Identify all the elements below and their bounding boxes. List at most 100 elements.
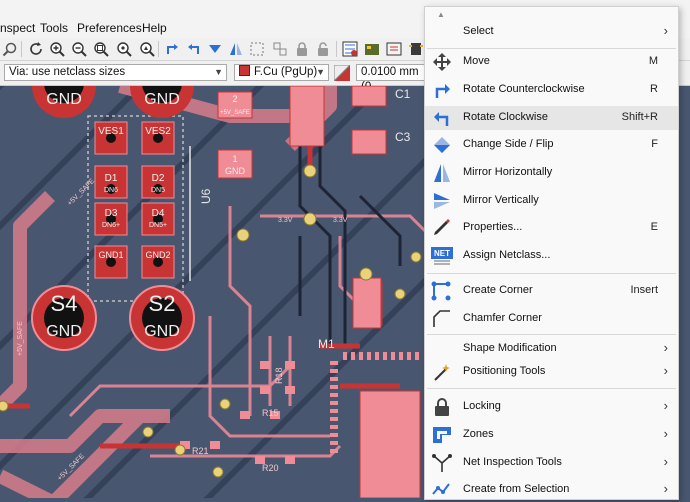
menu-separator	[427, 48, 676, 49]
pad-net-s4: GND	[46, 323, 82, 340]
properties-icon	[434, 219, 450, 235]
menu-item-select[interactable]: Select ›	[463, 23, 668, 38]
rotate-cw-icon[interactable]	[186, 41, 202, 57]
menu-item-zones[interactable]: Zones ›	[425, 423, 678, 447]
board-setup-icon[interactable]	[364, 41, 380, 57]
unlock-icon[interactable]	[315, 41, 331, 57]
mirror-h-icon	[434, 164, 450, 182]
netclass-icon: NET	[431, 247, 453, 265]
zoom-selection-icon[interactable]	[116, 41, 132, 57]
net-label-33v-1: 3.3V	[278, 217, 293, 224]
menu-separator	[427, 388, 676, 389]
rotate-cw-icon	[434, 112, 449, 126]
menu-item-create-corner[interactable]: Create Corner Insert	[425, 279, 678, 303]
ref-r18: R18	[274, 367, 284, 384]
flip-icon[interactable]	[207, 41, 223, 57]
menu-item-mirror-horizontally[interactable]: Mirror Horizontally	[425, 161, 678, 185]
zoom-in-icon[interactable]	[49, 41, 65, 57]
flip-icon	[434, 137, 450, 153]
rotate-ccw-icon	[435, 84, 450, 98]
layer-setup-icon[interactable]	[386, 41, 402, 57]
net-inspection-icon	[432, 454, 452, 472]
menu-item-mirror-vertically[interactable]: Mirror Vertically	[425, 189, 678, 213]
submenu-arrow-icon: ›	[663, 23, 668, 38]
move-icon	[433, 53, 451, 71]
pad-net-d4: DN5+	[149, 222, 167, 229]
layer-pair-icon[interactable]	[334, 65, 350, 81]
zoom-page-icon[interactable]	[93, 41, 109, 57]
pad-label-gnd2: GND2	[145, 250, 170, 260]
menu-item-assign-netclass[interactable]: NET Assign Netclass...	[425, 244, 678, 268]
create-corner-icon	[431, 281, 451, 301]
menu-item-positioning-tools[interactable]: Positioning Tools ›	[425, 360, 678, 384]
pad-net-top-1: GND	[46, 91, 82, 108]
pad-net-d3: DN6+	[102, 222, 120, 229]
pad-label-d4: D4	[152, 208, 165, 219]
refresh-icon[interactable]	[28, 41, 44, 57]
pad-net-s2: GND	[144, 323, 180, 340]
pad-net-1: GND	[225, 166, 246, 176]
pad-label-d2: D2	[152, 173, 165, 184]
context-menu: ▲ Select › Move M Rotate Counterclockwis…	[424, 6, 679, 500]
menu-item-create-from-selection[interactable]: Create from Selection ›	[425, 478, 678, 502]
zoom-fit-icon[interactable]	[2, 41, 18, 57]
layer-value: F.Cu (PgUp)	[254, 66, 318, 78]
positioning-icon	[434, 364, 450, 381]
menu-item-properties[interactable]: Properties... E	[425, 216, 678, 240]
lock-icon[interactable]	[294, 41, 310, 57]
pad-net-top-2: GND	[144, 91, 180, 108]
ungroup-icon[interactable]	[272, 41, 288, 57]
menu-preferences[interactable]: Preferences	[77, 21, 142, 35]
submenu-arrow-icon: ›	[663, 426, 668, 441]
menu-item-locking[interactable]: Locking ›	[425, 395, 678, 419]
scroll-up-icon[interactable]: ▲	[437, 10, 445, 19]
menu-item-move[interactable]: Move M	[425, 50, 678, 74]
via-size-value: Via: use netclass sizes	[9, 66, 126, 78]
menu-separator	[427, 273, 676, 274]
menu-tools[interactable]: Tools	[40, 21, 69, 35]
submenu-arrow-icon: ›	[663, 398, 668, 413]
chamfer-corner-icon	[433, 310, 450, 327]
ref-r21: R21	[192, 446, 209, 456]
menu-item-net-inspection-tools[interactable]: Net Inspection Tools ›	[425, 451, 678, 475]
ref-c1: C1	[395, 87, 411, 101]
mirror-h-icon[interactable]	[228, 41, 244, 57]
pad-label-ves1: VES1	[98, 126, 124, 137]
pad-label-d1: D1	[105, 173, 118, 184]
zoom-out-icon[interactable]	[71, 41, 87, 57]
ref-m1: M1	[318, 337, 335, 351]
pad-net-d2: DN5	[151, 187, 165, 194]
layer-color-swatch	[239, 65, 250, 76]
layer-select[interactable]: F.Cu (PgUp) ▼	[234, 64, 329, 81]
pad-label-gnd1: GND1	[98, 250, 123, 260]
ref-r20: R20	[262, 463, 279, 473]
pad-label-1: 1	[232, 154, 237, 164]
pad-label-s4: S4	[51, 291, 78, 316]
ref-r15: R15	[262, 408, 279, 418]
menu-item-chamfer-corner[interactable]: Chamfer Corner	[425, 307, 678, 331]
via-size-select[interactable]: Via: use netclass sizes ▼	[4, 64, 227, 81]
grid-select[interactable]: 0.0100 mm (0	[356, 64, 426, 93]
footprint-editor-icon[interactable]	[408, 41, 424, 57]
menu-item-rotate-cw[interactable]: Rotate Clockwise Shift+R	[425, 106, 678, 130]
menu-item-shape-modification[interactable]: Shape Modification ›	[463, 340, 668, 355]
net-label-33v-2: 3.3V	[333, 217, 348, 224]
zoom-objects-icon[interactable]	[139, 41, 155, 57]
submenu-arrow-icon: ›	[663, 340, 668, 355]
menu-item-flip[interactable]: Change Side / Flip F	[425, 133, 678, 157]
submenu-arrow-icon: ›	[663, 454, 668, 469]
svg-text:NET: NET	[434, 249, 450, 258]
drc-icon[interactable]	[342, 41, 358, 57]
ref-c3: C3	[395, 130, 411, 144]
pad-net-d1: DN6	[104, 187, 118, 194]
rotate-ccw-icon[interactable]	[164, 41, 180, 57]
group-icon[interactable]	[249, 41, 265, 57]
chevron-down-icon: ▼	[214, 67, 223, 77]
menu-item-rotate-ccw[interactable]: Rotate Counterclockwise R	[425, 78, 678, 102]
menu-inspect[interactable]: nspect	[0, 21, 36, 35]
pad-label-s2: S2	[149, 291, 176, 316]
menu-help[interactable]: Help	[142, 21, 167, 35]
submenu-arrow-icon: ›	[663, 363, 668, 378]
zones-icon	[433, 427, 451, 443]
pad-label-2: 2	[232, 94, 237, 104]
